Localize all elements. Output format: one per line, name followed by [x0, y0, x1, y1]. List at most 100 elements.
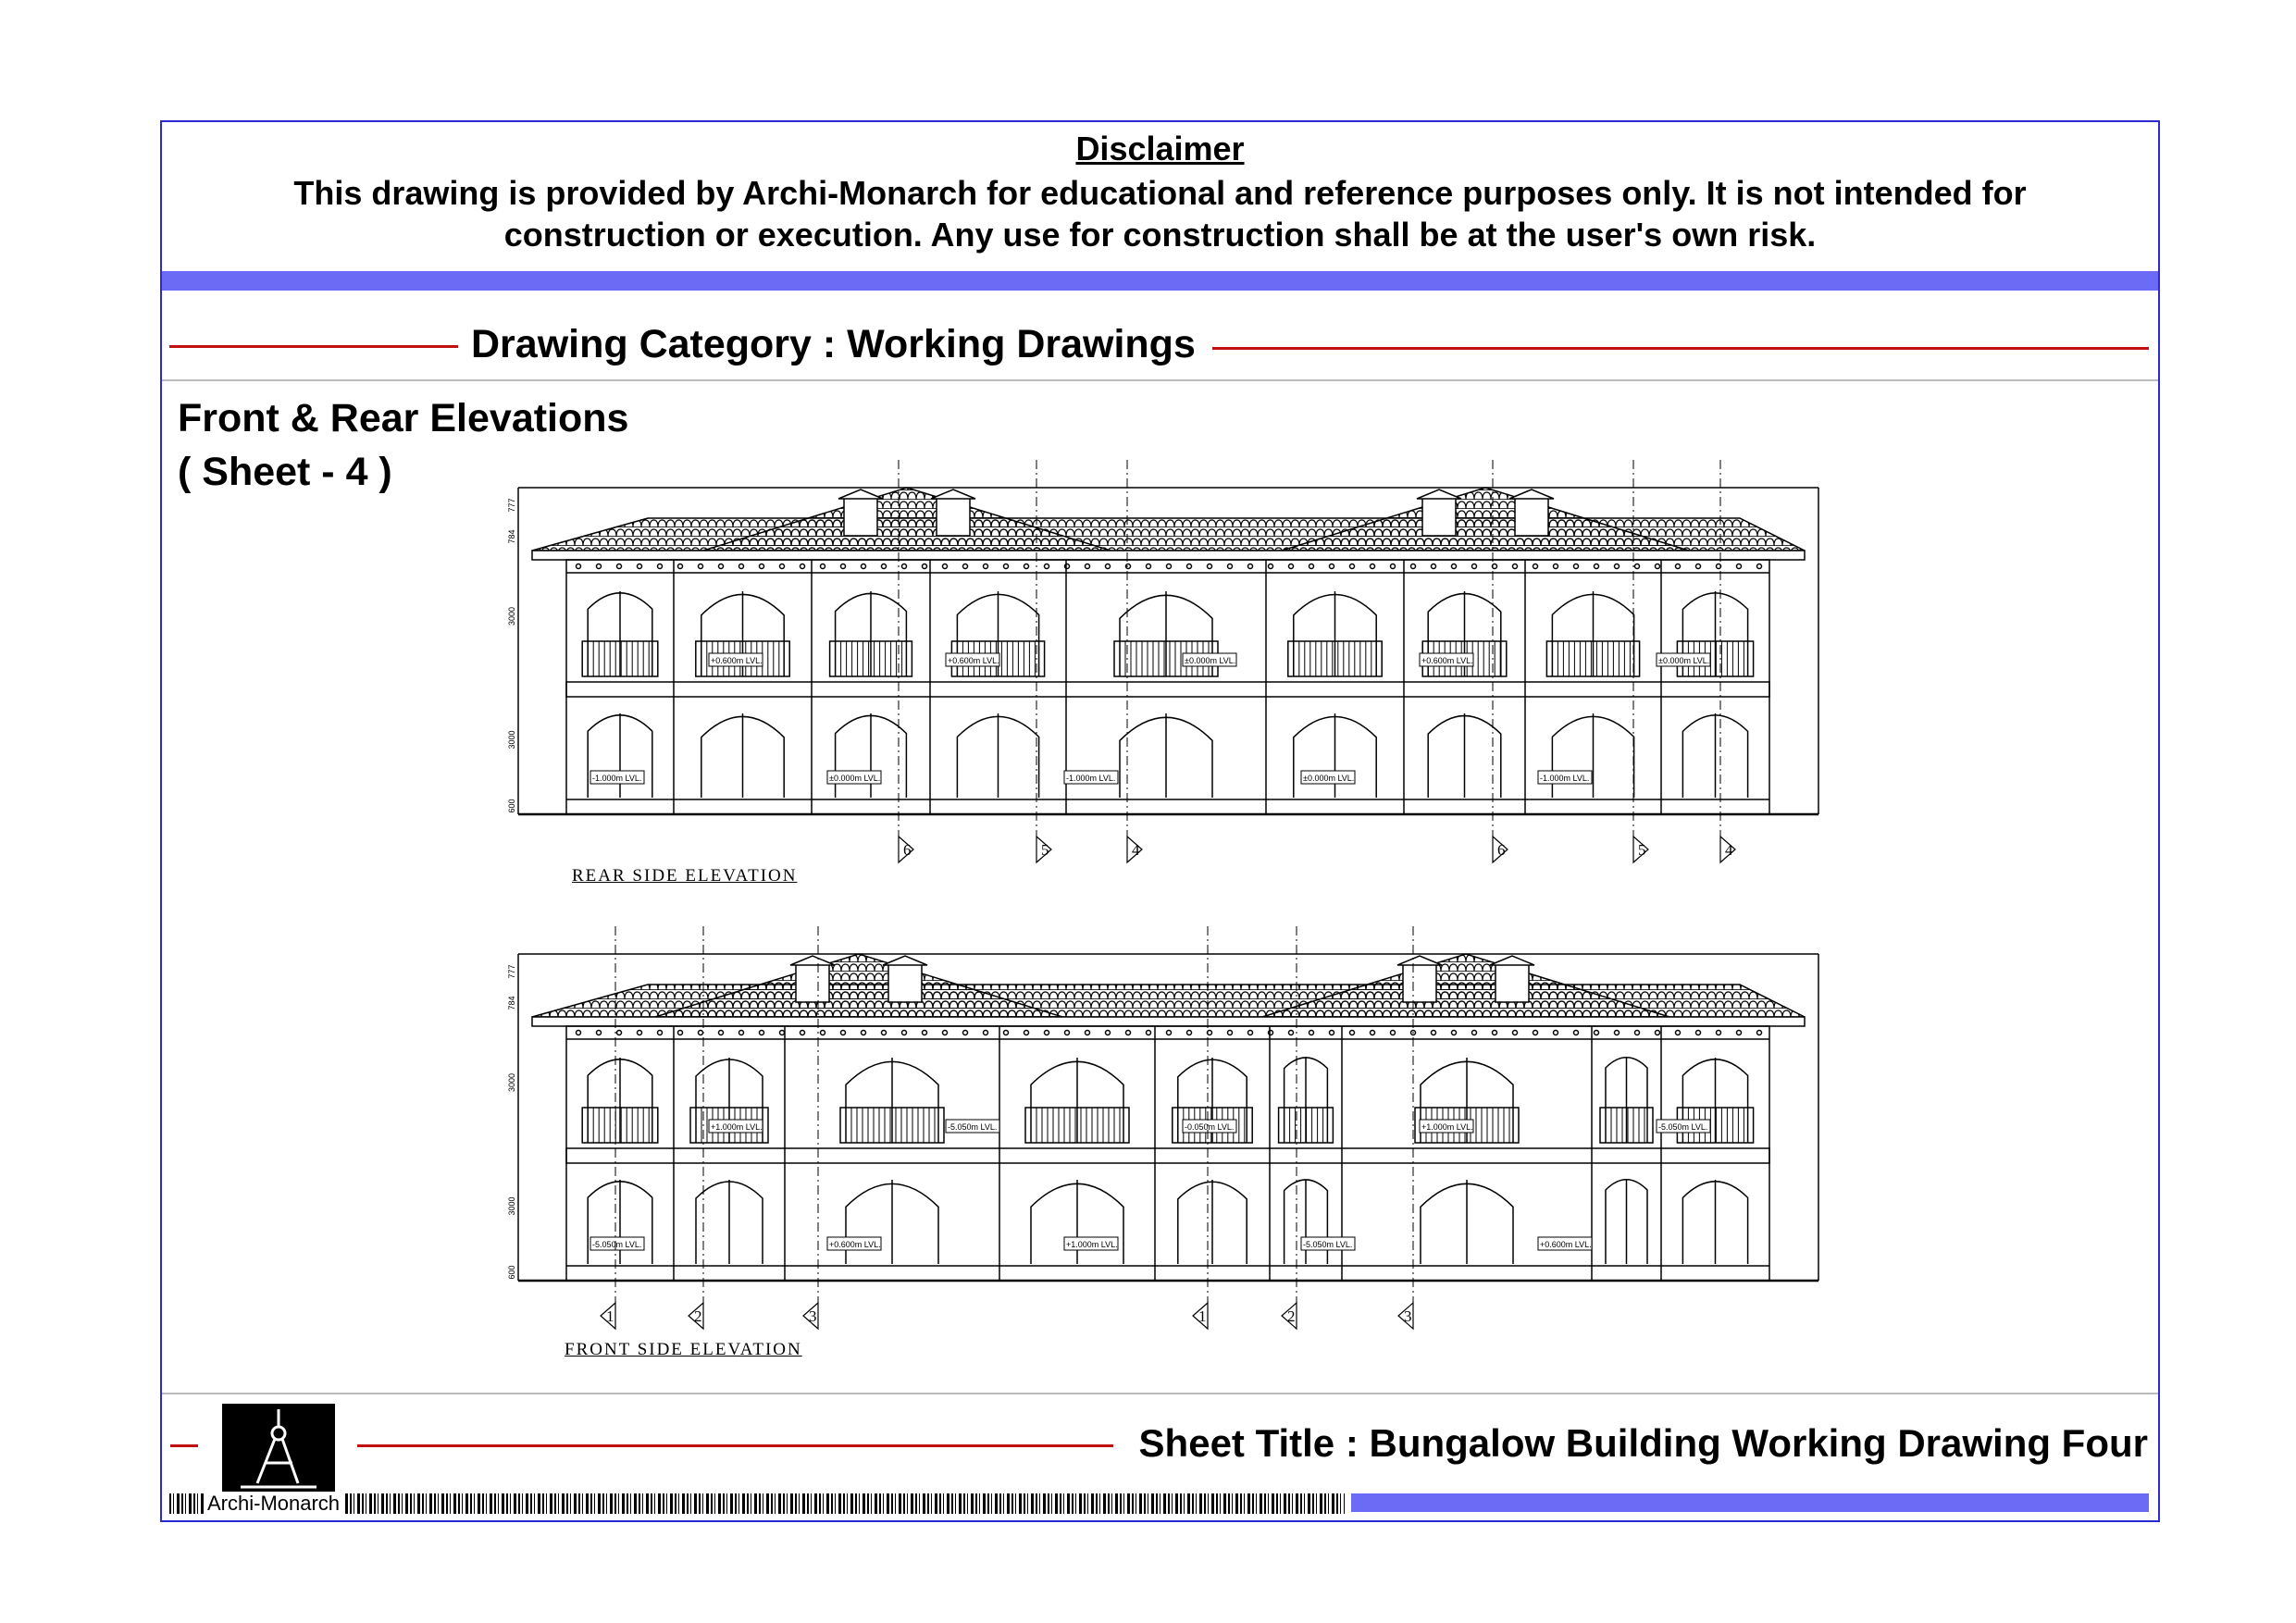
- frieze-ornament: [1409, 1029, 1417, 1036]
- balcony-railing: [1599, 1107, 1654, 1144]
- chimney-cap: [838, 489, 884, 500]
- frieze-ornament: [717, 563, 725, 570]
- grid-marker-label: 5: [1638, 841, 1646, 859]
- level-tag: [590, 770, 645, 785]
- frieze-ornament: [1023, 563, 1030, 570]
- frieze-ornament: [1491, 1029, 1498, 1036]
- grid-marker: [1397, 1301, 1414, 1331]
- frieze-ornament: [921, 563, 928, 570]
- frieze-ornament: [1511, 1029, 1519, 1036]
- frieze-ornament: [1654, 1029, 1661, 1036]
- disclaimer-line-1: This drawing is provided by Archi-Monarc…: [293, 174, 2027, 212]
- level-tag: [1537, 770, 1593, 785]
- frieze-ornament: [880, 563, 887, 570]
- grid-marker: [898, 835, 914, 864]
- frieze-ornament: [1104, 563, 1111, 570]
- divider: [162, 379, 2158, 381]
- dimension-text: 3000: [507, 607, 516, 626]
- frieze-ornament: [676, 563, 684, 570]
- level-label: -5.050m LVL.: [1658, 1122, 1707, 1132]
- frieze-ornament: [1124, 563, 1132, 570]
- level-tag: [1419, 652, 1474, 667]
- balcony-railing: [581, 1107, 659, 1144]
- balcony-railing: [1024, 1107, 1130, 1144]
- dimension-text: 777: [507, 498, 516, 512]
- frieze-ornament: [575, 563, 582, 570]
- header-band: [162, 271, 2158, 291]
- frieze-ornament: [1063, 1029, 1071, 1036]
- frieze-ornament: [636, 1029, 643, 1036]
- chimney-cap: [1489, 955, 1535, 966]
- chimney: [1402, 962, 1437, 1003]
- fascia: [531, 550, 1806, 561]
- frieze-ornament: [738, 1029, 745, 1036]
- barcode-strip: [169, 1493, 1345, 1514]
- chimney-cap: [1396, 955, 1443, 966]
- level-tag: [1300, 770, 1356, 785]
- dimension-text: 777: [507, 964, 516, 978]
- frieze-ornament: [1206, 563, 1213, 570]
- frieze-ornament: [1267, 1029, 1274, 1036]
- frieze-ornament: [1694, 1029, 1702, 1036]
- level-tag: [1063, 1236, 1119, 1251]
- footer-band: [1351, 1493, 2149, 1512]
- footer-divider: [162, 1393, 2158, 1394]
- dimension-text: 600: [507, 1265, 516, 1279]
- frieze-ornament: [778, 563, 786, 570]
- frieze-ornament: [1409, 563, 1417, 570]
- frieze-ornament: [1348, 1029, 1356, 1036]
- chimney-cap: [930, 489, 976, 500]
- arched-window: [1283, 1057, 1329, 1143]
- frieze-ornament: [1124, 1029, 1132, 1036]
- frieze-ornament: [1654, 563, 1661, 570]
- level-label: -1.000m LVL.: [592, 774, 641, 783]
- grid-marker-label: 5: [1041, 841, 1049, 859]
- frieze-ornament: [1185, 1029, 1193, 1036]
- disclaimer-heading: Disclaimer: [160, 130, 2160, 168]
- frieze-ornament: [1735, 1029, 1743, 1036]
- fascia: [531, 1016, 1806, 1027]
- frieze-ornament: [1613, 563, 1620, 570]
- frieze-ornament: [676, 1029, 684, 1036]
- sheet-number: ( Sheet - 4 ): [178, 450, 392, 494]
- frieze-ornament: [1735, 563, 1743, 570]
- frieze-ornament: [1145, 1029, 1152, 1036]
- balcony-railing: [581, 640, 659, 677]
- grid-marker-label: 6: [1497, 841, 1506, 859]
- frieze-ornament: [962, 563, 969, 570]
- grid-marker: [1192, 1301, 1209, 1331]
- frieze-ornament: [1043, 1029, 1050, 1036]
- grid-marker-label: 2: [1287, 1307, 1296, 1325]
- frieze-ornament: [1247, 563, 1254, 570]
- grid-marker: [1036, 835, 1052, 864]
- dimension-text: 3000: [507, 730, 516, 749]
- frieze-ornament: [1104, 1029, 1111, 1036]
- frieze-ornament: [941, 1029, 949, 1036]
- grid-marker-label: 1: [606, 1307, 614, 1325]
- grid-marker: [1719, 835, 1736, 864]
- frieze-ornament: [1247, 1029, 1254, 1036]
- level-label: +1.000m LVL.: [711, 1122, 763, 1132]
- chimney-cap: [789, 955, 836, 966]
- grid-marker-label: 1: [1198, 1307, 1207, 1325]
- frieze-ornament: [1226, 563, 1234, 570]
- frieze-ornament: [1063, 563, 1071, 570]
- frieze-ornament: [1471, 1029, 1478, 1036]
- dimension-text: 784: [507, 996, 516, 1010]
- frieze-ornament: [799, 1029, 806, 1036]
- rear-elevation-label: REAR SIDE ELEVATION: [572, 866, 798, 886]
- frieze-ornament: [839, 563, 847, 570]
- level-tag: [1537, 1236, 1593, 1251]
- frieze-ornament: [941, 563, 949, 570]
- frieze-ornament: [1287, 1029, 1295, 1036]
- chimney: [1495, 962, 1530, 1003]
- frieze-ornament: [962, 1029, 969, 1036]
- frieze-ornament: [636, 563, 643, 570]
- level-label: +0.600m LVL.: [829, 1240, 881, 1249]
- frieze-ornament: [1328, 563, 1335, 570]
- grid-marker: [1126, 835, 1143, 864]
- level-label: +0.600m LVL.: [948, 656, 999, 665]
- frieze-ornament: [982, 1029, 989, 1036]
- frieze-ornament: [595, 563, 602, 570]
